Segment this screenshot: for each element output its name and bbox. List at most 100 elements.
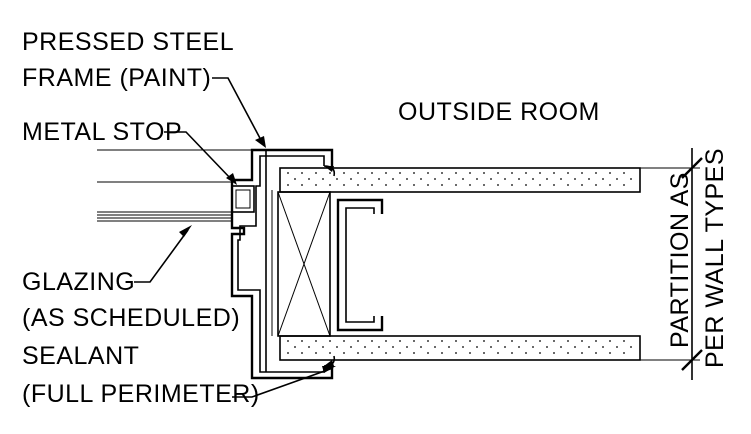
gypsum-stipple-dot [287, 184, 289, 186]
gypsum-stipple-dot [455, 352, 457, 354]
gypsum-stipple-dot [427, 184, 429, 186]
sealant-top [323, 165, 336, 177]
gypsum-stipple-dot [602, 178, 604, 180]
gypsum-stipple-dot [455, 340, 457, 342]
gypsum-stipple-dot [378, 178, 380, 180]
gypsum-stipple-dot [315, 352, 317, 354]
gypsum-stipple-dot [567, 352, 569, 354]
gypsum-stipple-dot [616, 178, 618, 180]
gypsum-stipple-dot [399, 184, 401, 186]
gypsum-stipple-dot [329, 184, 331, 186]
gypsum-stipple-dot [301, 172, 303, 174]
gypsum-stipple-dot [539, 352, 541, 354]
gypsum-stipple-dot [371, 340, 373, 342]
partition-label-line1: PARTITION AS [666, 172, 694, 348]
gypsum-stipple-dot [413, 172, 415, 174]
gypsum-stipple-dot [287, 340, 289, 342]
gypsum-stipple-dot [497, 184, 499, 186]
gypsum-stipple-dot [350, 346, 352, 348]
glazing-label-line2: (AS SCHEDULED) [22, 304, 240, 332]
gypsum-stipple-dot [406, 178, 408, 180]
gypsum-stipple-dot [469, 352, 471, 354]
gypsum-stipple-dot [441, 172, 443, 174]
gypsum-stipple-dot [497, 340, 499, 342]
gypsum-stipple-dot [315, 172, 317, 174]
gypsum-stipple-dot [441, 340, 443, 342]
outside-room-label: OUTSIDE ROOM [398, 98, 600, 126]
gypsum-stipple-dot [609, 352, 611, 354]
gypsum-stipple-dot [343, 172, 345, 174]
gypsum-stipple-dot [462, 346, 464, 348]
partition-dimension [640, 148, 703, 380]
gypsum-stipple-dot [567, 340, 569, 342]
gypsum-stipple-dot [448, 346, 450, 348]
gypsum-stipple-dot [525, 184, 527, 186]
gypsum-stipple-dot [595, 340, 597, 342]
gypsum-stipple-dot [483, 184, 485, 186]
gypsum-stipple-dot [588, 346, 590, 348]
sealant-bottom [323, 355, 336, 367]
gypsum-stipple-dot [553, 340, 555, 342]
gypsum-stipple-dot [504, 178, 506, 180]
gypsum-stipple-dot [609, 340, 611, 342]
steel-stud [336, 198, 384, 332]
gypsum-stipple-dot [357, 184, 359, 186]
gypsum-stipple-dot [623, 340, 625, 342]
gypsum-stipple-dot [301, 340, 303, 342]
gypsum-stipple-dot [623, 352, 625, 354]
gypsum-stipple-dot [378, 346, 380, 348]
gypsum-stipple-dot [329, 352, 331, 354]
gypsum-stipple-dot [630, 346, 632, 348]
gypsum-stipple-dot [427, 340, 429, 342]
gypsum-stipple-dot [539, 184, 541, 186]
gypsum-stipple-dot [399, 340, 401, 342]
gypsum-stipple-dot [560, 346, 562, 348]
gypsum-stipple-dot [413, 352, 415, 354]
gypsum-stipple-dot [371, 184, 373, 186]
gypsum-stipple-dot [511, 172, 513, 174]
gypsum-stipple-dot [413, 184, 415, 186]
gypsum-stipple-dot [609, 172, 611, 174]
gypsum-stipple-dot [581, 184, 583, 186]
gypsum-stipple-dot [357, 172, 359, 174]
gypsum-stipple-dot [574, 346, 576, 348]
gypsum-stipple-dot [497, 172, 499, 174]
partition-label-line2: PER WALL TYPES [701, 148, 729, 368]
gypsum-stipple-dot [581, 172, 583, 174]
gypsum-stipple-dot [623, 184, 625, 186]
gypsum-stipple-dot [413, 340, 415, 342]
gypsum-stipple-dot [350, 178, 352, 180]
gypsum-stipple-dot [532, 178, 534, 180]
gypsum-stipple-dot [357, 352, 359, 354]
gypsum-stipple-dot [399, 172, 401, 174]
gypsum-stipple-dot [336, 346, 338, 348]
gypsum-stipple-dot [595, 172, 597, 174]
gypsum-stipple-dot [420, 346, 422, 348]
gypsum-stipple-dot [364, 178, 366, 180]
gypsum-stipple-dot [553, 352, 555, 354]
gypsum-stipple-dot [525, 340, 527, 342]
gypsum-stipple-dot [490, 346, 492, 348]
gypsum-stipple-dot [476, 178, 478, 180]
gypsum-stipple-dot [560, 178, 562, 180]
gypsum-stipple-dot [434, 178, 436, 180]
gypsum-stipple-dot [287, 352, 289, 354]
gypsum-stipple-dot [546, 346, 548, 348]
gypsum-stipple-dot [518, 178, 520, 180]
gypsum-stipple-dot [343, 352, 345, 354]
gypsum-stipple-dot [630, 178, 632, 180]
gypsum-stipple-dot [553, 184, 555, 186]
gypsum-stipple-dot [539, 340, 541, 342]
gypsum-stipple-dot [490, 178, 492, 180]
frame-label-line1: PRESSED STEEL [22, 28, 234, 56]
gypsum-stipple-dot [322, 346, 324, 348]
gypsum-stipple-dot [455, 172, 457, 174]
gypsum-stipple-dot [595, 184, 597, 186]
gypsum-stipple-dot [420, 178, 422, 180]
gypsum-stipple-dot [595, 352, 597, 354]
gypsum-stipple-dot [343, 184, 345, 186]
gypsum-stipple-dot [315, 184, 317, 186]
gypsum-stipple-dot [385, 340, 387, 342]
gypsum-stipple-dot [567, 184, 569, 186]
gypsum-stipple-dot [539, 172, 541, 174]
